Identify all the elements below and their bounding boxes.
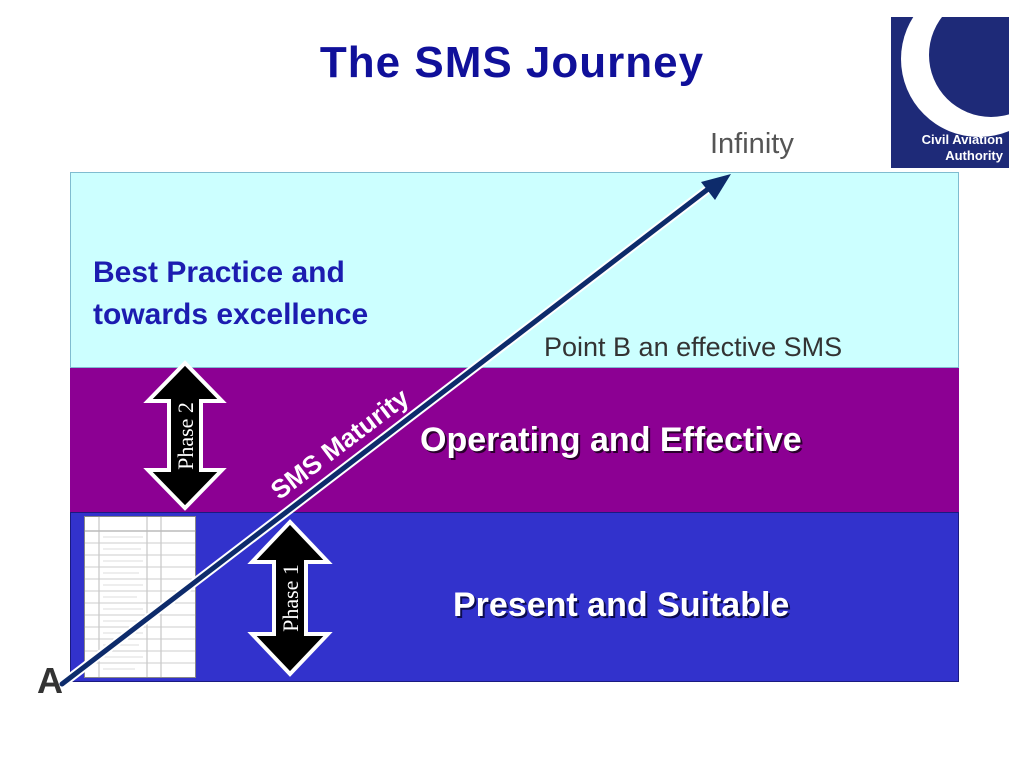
logo-line-2: Authority: [945, 148, 1003, 163]
logo-text: Civil Aviation Authority: [891, 132, 1003, 164]
band-operating-effective: [70, 368, 959, 512]
logo-line-1: Civil Aviation: [921, 132, 1003, 147]
infinity-label: Infinity: [710, 128, 794, 160]
maturity-arrow: [57, 174, 731, 689]
point-b-label: Point B an effective SMS: [544, 332, 843, 362]
maturity-arrowhead-icon: [701, 174, 731, 200]
point-a-label: A: [37, 660, 63, 701]
best-practice-line-2: towards excellence: [93, 298, 369, 331]
phase-2-label: Phase 2: [173, 402, 198, 470]
sms-maturity-label: SMS Maturity: [265, 382, 415, 505]
caa-logo-mark-icon: [901, 17, 1009, 137]
operating-effective-text: Operating and Effective: [420, 421, 802, 459]
phase-1-label: Phase 1: [278, 564, 303, 632]
phase-1-arrow: Phase 1: [247, 519, 333, 677]
best-practice-text: Best Practice and towards excellence: [93, 252, 368, 336]
band-present-suitable: [70, 512, 959, 682]
phase-1-double-arrow-icon: [247, 519, 333, 677]
phase-2-arrow: Phase 2: [143, 360, 227, 511]
maturity-arrow-line: [59, 183, 715, 687]
caa-logo: Civil Aviation Authority: [891, 17, 1009, 168]
present-suitable-text: Present and Suitable: [453, 586, 790, 624]
best-practice-line-1: Best Practice and: [93, 256, 345, 289]
page-title: The SMS Journey: [319, 38, 705, 87]
phase-2-double-arrow-icon: [143, 360, 227, 511]
